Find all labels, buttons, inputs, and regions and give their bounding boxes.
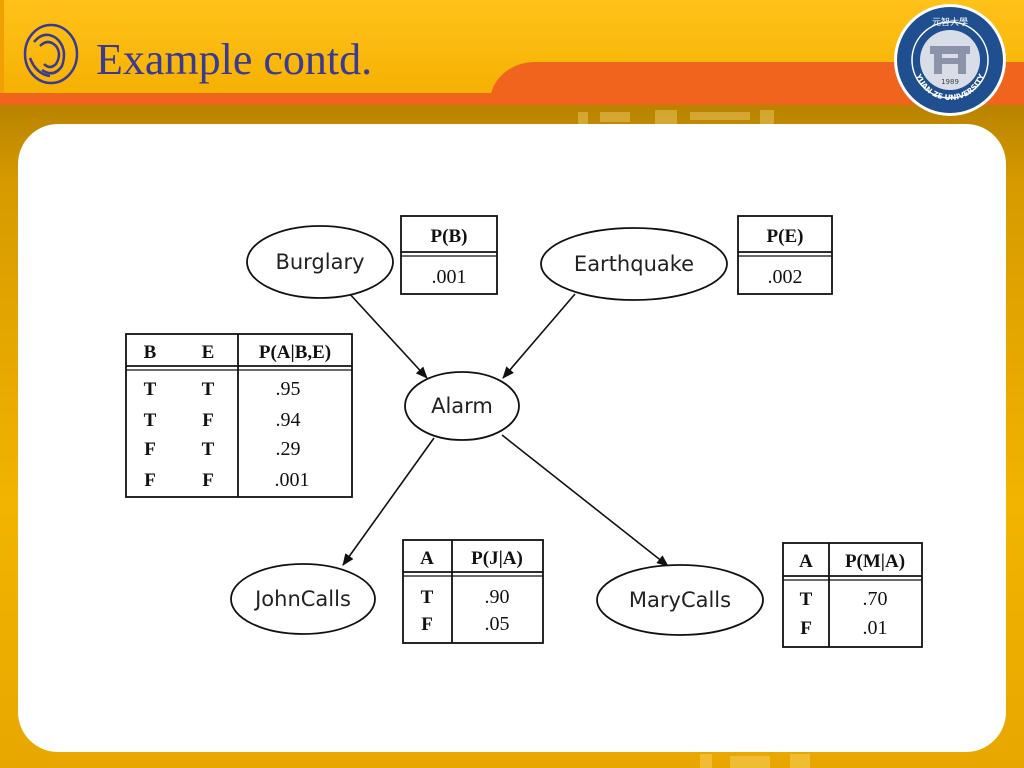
cpt-table-alarm: B E P(A|B,E) T T .95 T F .94 F T .29 F F…	[125, 333, 353, 498]
table-header: P(J|A)	[471, 548, 523, 569]
node-johncalls: JohnCalls	[230, 563, 376, 635]
background-stripe	[578, 112, 588, 126]
edge-alarm-johncalls	[342, 437, 435, 566]
table-cell: F	[144, 470, 156, 491]
cpt-table-marycalls: A P(M|A) T .70 F .01	[782, 542, 923, 648]
slide-title: Example contd.	[96, 35, 373, 84]
table-cell: T	[202, 379, 215, 400]
table-header: A	[420, 548, 434, 569]
seal-year: 1989	[941, 78, 959, 86]
table-header: B	[144, 342, 157, 363]
table-cell: T	[800, 589, 813, 610]
node-earthquake: Earthquake	[540, 227, 728, 301]
title-emblem-icon	[23, 23, 79, 85]
table-cell: T	[421, 587, 434, 608]
table-header: P(E)	[767, 226, 804, 247]
cpt-table-johncalls: A P(J|A) T .90 F .05	[402, 539, 544, 644]
table-cell: .94	[276, 409, 301, 431]
table-header: A	[799, 551, 813, 572]
table-cell: .95	[276, 378, 301, 400]
edge-alarm-marycalls	[501, 434, 669, 567]
node-alarm: Alarm	[404, 371, 520, 441]
university-seal-logo: 1989 YUAN ZE UNIVERSITY 元智大學	[894, 4, 1006, 116]
table-cell: .001	[275, 469, 310, 491]
table-cell: .05	[485, 613, 510, 635]
table-cell: F	[202, 470, 214, 491]
table-cell: T	[144, 410, 157, 431]
table-cell: .70	[863, 588, 888, 610]
background-stripe	[760, 110, 774, 124]
table-header: E	[202, 342, 215, 363]
background-stripe	[600, 112, 630, 122]
background-stripe	[690, 112, 750, 120]
table-cell: F	[800, 618, 812, 639]
node-burglary: Burglary	[246, 225, 394, 299]
edge-burglary-alarm	[347, 291, 428, 379]
background-stripe	[655, 110, 677, 124]
table-header: P(B)	[431, 226, 468, 247]
table-header: P(A|B,E)	[259, 342, 331, 363]
background-stripe	[790, 754, 810, 768]
cpt-table-earthquake: P(E) .002	[737, 215, 833, 295]
background-stripe	[700, 754, 712, 768]
header-left-strip	[0, 0, 4, 100]
table-header: P(M|A)	[845, 551, 905, 572]
node-label: MaryCalls	[629, 588, 731, 612]
node-label: Alarm	[431, 394, 493, 418]
seal-chinese-chars: 元智大學	[932, 16, 968, 28]
table-cell: .01	[863, 617, 888, 639]
node-label: JohnCalls	[253, 587, 351, 611]
table-cell: .29	[276, 438, 301, 460]
edge-earthquake-alarm	[502, 293, 576, 379]
table-cell: T	[202, 439, 215, 460]
table-cell: .90	[485, 586, 510, 608]
table-cell: T	[144, 379, 157, 400]
header-orange-band	[0, 93, 1024, 105]
table-cell: .002	[768, 266, 803, 288]
node-marycalls: MaryCalls	[596, 564, 764, 636]
table-cell: F	[421, 614, 433, 635]
cpt-table-burglary: P(B) .001	[400, 215, 498, 295]
table-cell: .001	[432, 266, 467, 288]
table-cell: F	[202, 410, 214, 431]
table-cell: F	[144, 439, 156, 460]
background-stripe	[730, 756, 770, 768]
node-label: Burglary	[275, 250, 364, 274]
node-label: Earthquake	[574, 252, 694, 276]
